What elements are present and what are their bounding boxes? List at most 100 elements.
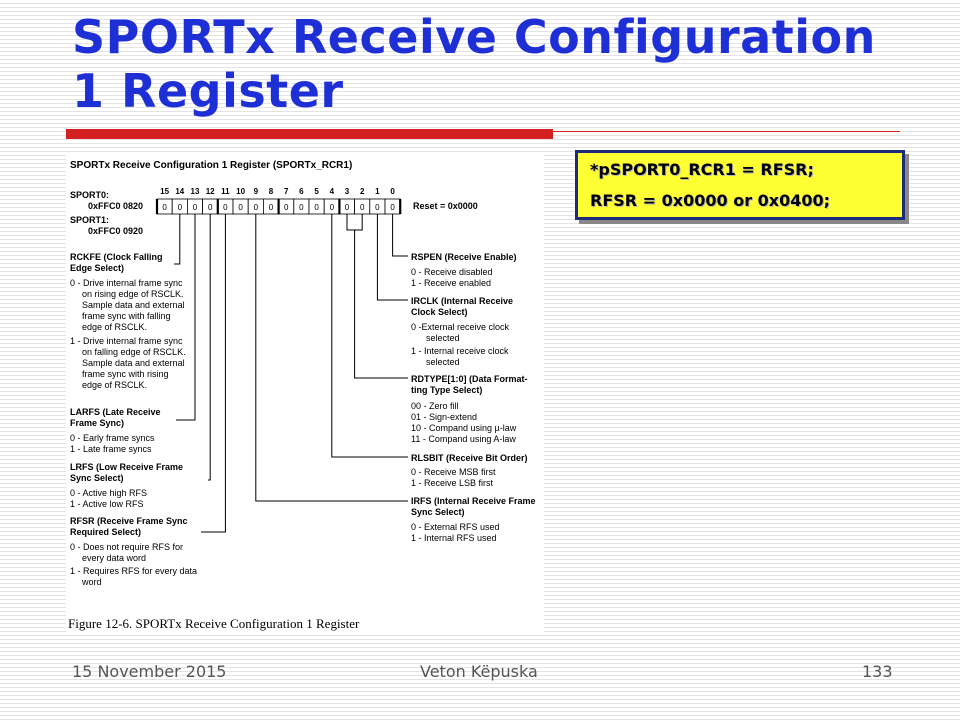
leader-rckfe — [174, 214, 181, 265]
leader-irclk — [376, 214, 408, 301]
bit-value: 0 — [178, 203, 183, 212]
rckfe-desc-2: on rising edge of RSCLK. — [82, 289, 184, 299]
field-lrfs: LRFS (Low Receive Frame Sync Select) 0 -… — [70, 462, 183, 509]
callout-line-2: RFSR = 0x0000 or 0x0400; — [590, 191, 831, 210]
bit-number: 13 — [191, 187, 200, 196]
sport1-address: 0xFFC0 0920 — [88, 226, 143, 236]
leader-rspen — [392, 214, 408, 257]
bit-number: 11 — [221, 187, 230, 196]
bit-number: 7 — [284, 187, 289, 196]
bit-number: 8 — [269, 187, 274, 196]
bit-value: 0 — [208, 203, 213, 212]
slide-title-line-1: SPORTx Receive Configuration — [72, 10, 876, 64]
diagram-header: SPORTx Receive Configuration 1 Register … — [70, 160, 352, 171]
bit-number: 15 — [160, 187, 169, 196]
rckfe-title-1: RCKFE (Clock Falling — [70, 252, 163, 262]
bit-value: 0 — [223, 203, 228, 212]
bit-number: 2 — [360, 187, 365, 196]
bit-value: 0 — [360, 203, 365, 212]
bit-number: 3 — [345, 187, 350, 196]
rlsbit-desc-2: 1 - Receive LSB first — [411, 478, 494, 488]
bit-value: 0 — [375, 203, 380, 212]
irclk-title-2: Clock Select) — [411, 307, 468, 317]
lrfs-title-1: LRFS (Low Receive Frame — [70, 462, 183, 472]
field-rdtype: RDTYPE[1:0] (Data Format- ting Type Sele… — [411, 374, 528, 444]
footer-date: 15 November 2015 — [72, 662, 227, 681]
rckfe-desc-7: on falling edge of RSCLK. — [82, 347, 186, 357]
larfs-title-1: LARFS (Late Receive — [70, 407, 161, 417]
leader-rlsbit — [331, 214, 408, 458]
bit-value: 0 — [269, 203, 274, 212]
irfs-title-1: IRFS (Internal Receive Frame — [411, 496, 536, 506]
irclk-desc-4: selected — [426, 357, 460, 367]
sport1-label: SPORT1: — [70, 215, 109, 225]
rckfe-title-2: Edge Select) — [70, 263, 124, 273]
irclk-title-1: IRCLK (Internal Receive — [411, 296, 513, 306]
rckfe-desc-1: 0 - Drive internal frame sync — [70, 278, 183, 288]
bit-value: 0 — [330, 203, 335, 212]
leader-irfs — [255, 214, 408, 502]
bit-number: 9 — [254, 187, 259, 196]
reset-value: Reset = 0x0000 — [413, 201, 478, 211]
irfs-desc-1: 0 - External RFS used — [411, 522, 500, 532]
footer-author: Veton Këpuska — [420, 662, 538, 681]
field-irfs: IRFS (Internal Receive Frame Sync Select… — [411, 496, 536, 543]
rfsr-title-1: RFSR (Receive Frame Sync — [70, 516, 188, 526]
register-diagram-svg: SPORTx Receive Configuration 1 Register … — [68, 160, 536, 631]
field-rfsr: RFSR (Receive Frame Sync Required Select… — [70, 516, 197, 587]
bit-value: 0 — [390, 203, 395, 212]
larfs-title-2: Frame Sync) — [70, 418, 124, 428]
field-larfs: LARFS (Late Receive Frame Sync) 0 - Earl… — [70, 407, 161, 454]
rckfe-desc-9: frame sync with rising — [82, 369, 169, 379]
rdtype-desc-2: 01 - Sign-extend — [411, 412, 477, 422]
sport0-address: 0xFFC0 0820 — [88, 201, 143, 211]
irclk-desc-3: 1 - Internal receive clock — [411, 346, 509, 356]
rckfe-desc-5: edge of RSCLK. — [82, 322, 147, 332]
bit-number: 12 — [206, 187, 215, 196]
field-rlsbit: RLSBIT (Receive Bit Order) 0 - Receive M… — [411, 453, 528, 488]
bit-number: 6 — [299, 187, 304, 196]
rckfe-desc-3: Sample data and external — [82, 300, 185, 310]
rlsbit-desc-1: 0 - Receive MSB first — [411, 467, 496, 477]
slide-title: SPORTx Receive Configuration 1 Register — [72, 10, 932, 118]
rspen-title-1: RSPEN (Receive Enable) — [411, 252, 517, 262]
lrfs-title-2: Sync Select) — [70, 473, 124, 483]
bit-number: 0 — [390, 187, 395, 196]
rdtype-desc-4: 11 - Compand using A-law — [411, 434, 516, 444]
field-irclk: IRCLK (Internal Receive Clock Select) 0 … — [411, 296, 513, 367]
rckfe-desc-8: Sample data and external — [82, 358, 185, 368]
field-rspen: RSPEN (Receive Enable) 0 - Receive disab… — [411, 252, 517, 288]
larfs-desc-1: 0 - Early frame syncs — [70, 433, 155, 443]
lrfs-desc-1: 0 - Active high RFS — [70, 488, 147, 498]
rdtype-title-1: RDTYPE[1:0] (Data Format- — [411, 374, 528, 384]
rdtype-desc-3: 10 - Compand using µ-law — [411, 423, 517, 433]
rdtype-title-2: ting Type Select) — [411, 385, 482, 395]
rspen-desc-2: 1 - Receive enabled — [411, 278, 491, 288]
leader-rdtype — [354, 230, 408, 379]
rlsbit-title-1: RLSBIT (Receive Bit Order) — [411, 453, 528, 463]
leader-rfsr — [201, 214, 226, 533]
rfsr-desc-3: 1 - Requires RFS for every data — [70, 566, 197, 576]
title-underline-thick — [66, 129, 553, 139]
leader-lrfs — [208, 214, 211, 481]
bit-value: 0 — [162, 203, 167, 212]
code-callout: *pSPORT0_RCR1 = RFSR; RFSR = 0x0000 or 0… — [575, 150, 905, 220]
figure-caption: Figure 12-6. SPORTx Receive Configuratio… — [68, 616, 360, 631]
title-underline-thin — [553, 131, 900, 132]
bit-number: 14 — [175, 187, 184, 196]
rfsr-title-2: Required Select) — [70, 527, 141, 537]
bit-value: 0 — [299, 203, 304, 212]
bit-value: 0 — [284, 203, 289, 212]
bit-number: 5 — [314, 187, 319, 196]
leader-rdtype-bracket — [346, 214, 363, 231]
callout-line-1: *pSPORT0_RCR1 = RFSR; — [590, 160, 814, 179]
rspen-desc-1: 0 - Receive disabled — [411, 267, 493, 277]
irfs-title-2: Sync Select) — [411, 507, 465, 517]
larfs-desc-2: 1 - Late frame syncs — [70, 444, 152, 454]
bit-value: 0 — [314, 203, 319, 212]
bit-value: 0 — [254, 203, 259, 212]
irclk-desc-2: selected — [426, 333, 460, 343]
rckfe-desc-4: frame sync with falling — [82, 311, 171, 321]
leader-larfs — [176, 214, 196, 421]
